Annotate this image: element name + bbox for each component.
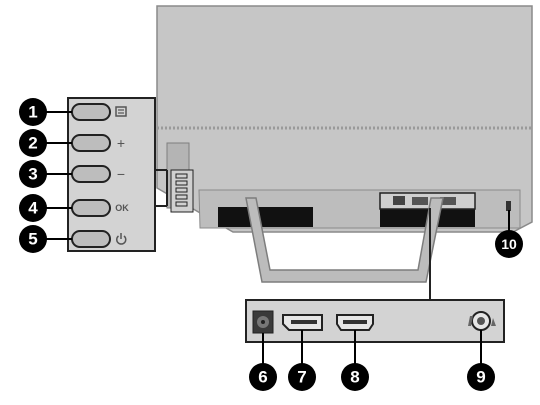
callout-9: 9 [467, 363, 495, 391]
callout-4-label: 4 [28, 199, 38, 218]
callout-8: 8 [341, 363, 369, 391]
monitor-body [156, 5, 533, 233]
port-panel-detail [245, 208, 505, 343]
callout-3: 3 [19, 160, 47, 188]
minus-button[interactable] [71, 165, 111, 183]
plus-icon: + [117, 135, 125, 151]
callout-2-label: 2 [28, 134, 37, 153]
monitor-stand [245, 197, 444, 283]
audio-out-port [468, 311, 496, 331]
vent-left [218, 207, 313, 227]
callout-3-label: 3 [28, 165, 37, 184]
callout-7: 7 [288, 363, 316, 391]
ok-button[interactable] [71, 199, 111, 217]
menu-button[interactable] [71, 103, 111, 121]
callout-6: 6 [249, 363, 277, 391]
callout-1-label: 1 [28, 103, 37, 122]
callout-10: 10 [495, 230, 523, 258]
callout-2: 2 [19, 129, 47, 157]
callout-6-label: 6 [258, 368, 267, 387]
callout-10-label: 10 [501, 236, 517, 252]
plus-button[interactable] [71, 134, 111, 152]
displayport-port [282, 314, 323, 331]
ok-icon: OK [115, 203, 129, 213]
callout-9-label: 9 [476, 368, 485, 387]
security-slot [506, 201, 511, 211]
minus-icon: − [117, 166, 125, 182]
callout-leaders [44, 111, 510, 364]
menu-icon [115, 106, 127, 117]
hdmi-port [336, 314, 374, 331]
button-panel-detail: + − OK [67, 97, 168, 252]
callout-8-label: 8 [350, 368, 359, 387]
power-icon [116, 233, 127, 245]
callout-5-label: 5 [28, 230, 37, 249]
power-connector-port [252, 310, 274, 334]
callout-5: 5 [19, 225, 47, 253]
callout-7-label: 7 [297, 368, 306, 387]
power-button[interactable] [71, 230, 111, 248]
callout-4: 4 [19, 194, 47, 222]
callout-1: 1 [19, 98, 47, 126]
